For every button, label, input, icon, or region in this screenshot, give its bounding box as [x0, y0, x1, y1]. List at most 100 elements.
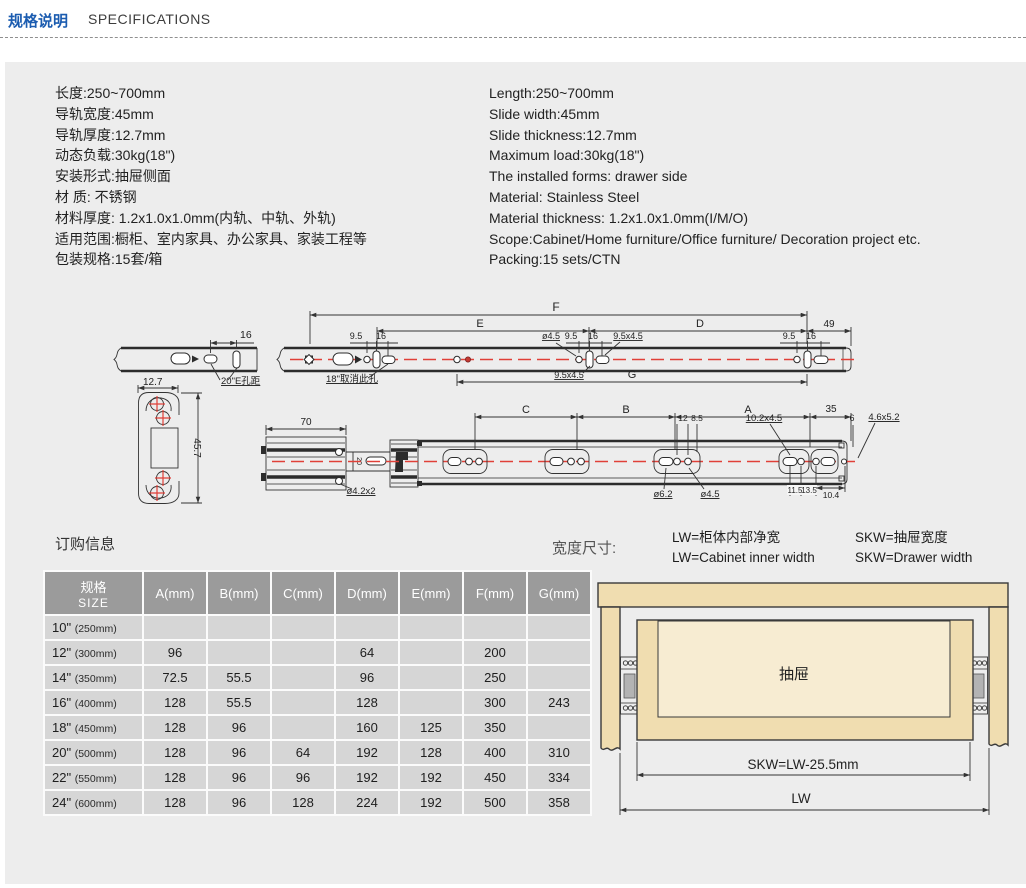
col-header-a: A(mm): [144, 572, 206, 614]
slot-10-2x4-5-label: 10.2x4.5: [746, 413, 782, 424]
spec-line: 动态负载:30kg(18"): [55, 147, 176, 164]
spec-line: 导轨厚度:12.7mm: [55, 126, 166, 143]
row-size-label: 20": [52, 745, 72, 760]
cancel-hole-18-label: 18"取消此孔: [326, 373, 378, 385]
spec-line: Material thickness: 1.2x1.0x1.0mm(I/M/O): [489, 209, 749, 226]
row-size-sub: (450mm): [74, 723, 117, 735]
slot-4-6x5-2-label: 4.6x5.2: [868, 412, 899, 423]
lw-legend-zh: LW=柜体内部净宽: [672, 530, 781, 545]
drawer-width-diagram: 抽屉 SKW=LW-25.5mm LW: [597, 582, 1009, 815]
skw-legend-en: SKW=Drawer width: [855, 550, 973, 565]
technical-drawing: 16 20"E孔距: [113, 300, 1009, 815]
value-cell: 192: [400, 791, 462, 814]
value-cell: [208, 641, 270, 664]
drawer-cavity: [657, 620, 951, 718]
spec-line: Slide thickness:12.7mm: [489, 126, 637, 143]
spec-line: Length:250~700mm: [489, 85, 614, 101]
dim-8-5-label: 8.5: [691, 413, 703, 423]
dim-12-label: 12: [678, 413, 688, 423]
value-cell: [528, 716, 590, 739]
value-cell: [272, 641, 334, 664]
value-cell: [272, 616, 334, 639]
value-cell: [336, 616, 398, 639]
dim-E-label: E: [476, 318, 483, 330]
value-cell: 96: [208, 766, 270, 789]
width-dims-title: 宽度尺寸:: [552, 540, 617, 557]
value-cell: 250: [464, 666, 526, 689]
value-cell: 125: [400, 716, 462, 739]
row-size-cell: 16" (400mm): [45, 691, 142, 714]
rail-segment-drawing: 16 20"E孔距: [113, 329, 261, 387]
spec-line: 适用范围:橱柜、室内家具、办公家具、家装工程等: [55, 230, 367, 247]
dim-9-5-label: 9.5: [565, 331, 578, 341]
spec-line: Packing:15 sets/CTN: [489, 251, 621, 268]
value-cell: [528, 666, 590, 689]
value-cell: 96: [272, 766, 334, 789]
dashed-divider: [0, 37, 1026, 38]
row-size-label: 12": [52, 645, 72, 660]
lw-legend-en: LW=Cabinet inner width: [672, 550, 815, 565]
spec-line: 材料厚度: 1.2x1.0x1.0mm(内轨、中轨、外轨): [55, 209, 336, 226]
dim-16-label: 16: [588, 331, 598, 341]
specs-chinese: 长度:250~700mm 导轨宽度:45mm 导轨厚度:12.7mm 动态负载:…: [55, 83, 367, 270]
value-cell: 160: [336, 716, 398, 739]
value-cell: 96: [208, 716, 270, 739]
row-size-label: 14": [52, 670, 72, 685]
row-size-sub: (500mm): [74, 748, 117, 760]
table-row: 10" (250mm): [45, 616, 590, 639]
col-header-d: D(mm): [336, 572, 398, 614]
value-cell: 400: [464, 741, 526, 764]
order-info-title: 订购信息: [55, 536, 116, 553]
value-cell: 64: [272, 741, 334, 764]
spec-line: 长度:250~700mm: [55, 85, 166, 101]
row-size-cell: 18" (450mm): [45, 716, 142, 739]
outer-rail-drawing: F E D 49 G 9.5 16 18"取消此孔: [276, 300, 858, 386]
skw-legend-zh: SKW=抽屉宽度: [855, 530, 948, 545]
dim-9-5-label: 9.5: [783, 331, 796, 341]
spec-line: 安装形式:抽屉侧面: [55, 168, 171, 185]
spec-line: 包装规格:15套/箱: [55, 251, 163, 268]
value-cell: 450: [464, 766, 526, 789]
dim-C-label: C: [522, 404, 530, 416]
cabinet-top-panel: [597, 582, 1009, 608]
size-header-en: SIZE: [78, 595, 109, 610]
spec-panel: 长度:250~700mm 导轨宽度:45mm 导轨厚度:12.7mm 动态负载:…: [5, 62, 1026, 884]
extended-slide-drawing: 70 20 ø4.2x2: [261, 404, 900, 500]
value-cell: 128: [144, 766, 206, 789]
row-size-cell: 22" (550mm): [45, 766, 142, 789]
dim-35-label: 35: [825, 404, 837, 415]
dim-11-5-label: 11.5: [788, 486, 804, 495]
skw-legend: SKW=抽屉宽度 SKW=Drawer width: [855, 528, 972, 568]
row-size-label: 22": [52, 770, 72, 785]
page-title-zh: 规格说明: [8, 13, 69, 30]
value-cell: 96: [208, 741, 270, 764]
row-size-cell: 20" (500mm): [45, 741, 142, 764]
col-header-e: E(mm): [400, 572, 462, 614]
value-cell: 358: [528, 791, 590, 814]
row-size-cell: 10" (250mm): [45, 616, 142, 639]
value-cell: 64: [336, 641, 398, 664]
row-size-cell: 24" (600mm): [45, 791, 142, 814]
size-header-zh: 规格: [80, 579, 107, 595]
value-cell: [464, 616, 526, 639]
col-header-c: C(mm): [272, 572, 334, 614]
dim-16-label: 16: [376, 331, 386, 341]
value-cell: 128: [144, 741, 206, 764]
value-cell: [528, 641, 590, 664]
page-title-en: SPECIFICATIONS: [88, 11, 211, 27]
cross-section-drawing: 12.7 45.7: [137, 377, 202, 504]
dim-16-label: 16: [240, 329, 252, 341]
value-cell: 96: [336, 666, 398, 689]
row-size-label: 10": [52, 620, 72, 635]
row-size-sub: (550mm): [74, 773, 117, 785]
dim-A-label: A: [744, 404, 752, 416]
value-cell: 310: [528, 741, 590, 764]
size-table: 规格 SIZE A(mm) B(mm) C(mm) D(mm) E(mm) F(…: [43, 570, 592, 816]
row-size-label: 18": [52, 720, 72, 735]
value-cell: 300: [464, 691, 526, 714]
